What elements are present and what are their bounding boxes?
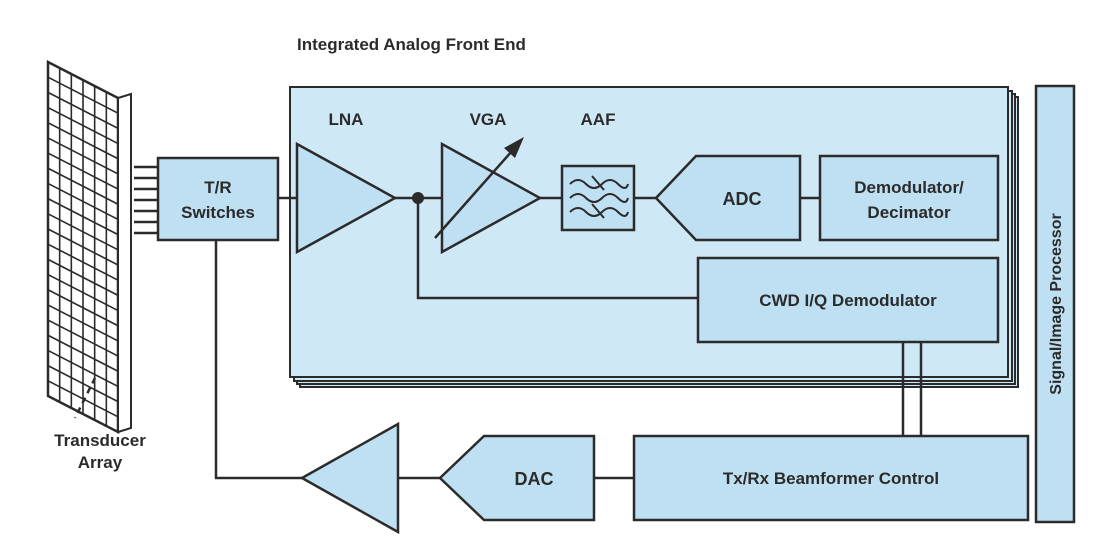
transducer-array [46, 59, 132, 435]
junction-node [412, 192, 424, 204]
transducer-grid-row [47, 76, 119, 114]
signal-image-processor-label: Signal/Image Processor [1048, 213, 1065, 394]
transducer-grid-row [47, 228, 119, 266]
cwd-iq-demodulator-block [696, 256, 1000, 344]
beamformer-control-block [632, 434, 1030, 522]
transducer-grid-row [47, 152, 119, 190]
transducer-grid-row [47, 349, 119, 388]
transmit-path-wires [214, 240, 634, 480]
vga-variable-gain-arrow [434, 137, 524, 239]
transducer-grid-row [47, 304, 119, 342]
transducer-grid-row [47, 197, 119, 236]
transducer-to-tr-wires [134, 165, 158, 235]
aaf-filter-symbol [569, 175, 629, 219]
transducer-side-face [117, 92, 132, 434]
transducer-grid-row [47, 273, 119, 312]
transducer-grid-row [47, 167, 119, 205]
transducer-grid-row [47, 122, 119, 160]
transducer-grid-row [47, 334, 119, 372]
transducer-label-line1: Transducer [54, 431, 146, 450]
transducer-grid-row [47, 289, 119, 327]
transmit-amplifier-triangle [299, 421, 400, 535]
cwd-to-beamformer-wires [901, 342, 923, 436]
transducer-grid-row [47, 182, 119, 221]
tr-switches-label-line1: T/R [204, 178, 231, 197]
dac-label: DAC [515, 469, 554, 489]
demodulator-label-line2: Decimator [867, 203, 951, 222]
demodulator-decimator-block [818, 154, 1000, 242]
transducer-grid-row [47, 106, 119, 145]
transducer-grid-row [47, 213, 119, 251]
demodulator-label-line1: Demodulator/ [854, 178, 964, 197]
transducer-grid-row [47, 258, 119, 297]
adc-block [654, 154, 802, 242]
vga-amplifier-triangle [440, 141, 543, 255]
transducer-label-line2: Array [78, 453, 123, 472]
transducer-pointer-dashed [73, 377, 97, 419]
transducer-grid-row [47, 137, 119, 175]
transducer-grid-row [47, 364, 119, 403]
transducer-element-grid [47, 68, 119, 426]
vga-label: VGA [470, 110, 507, 129]
tr-switches-label-line2: Switches [181, 203, 255, 222]
aaf-label: AAF [581, 110, 616, 129]
lna-label: LNA [329, 110, 364, 129]
lna-amplifier-triangle [295, 141, 398, 255]
beamformer-control-label: Tx/Rx Beamformer Control [723, 469, 939, 488]
transducer-grid-row [47, 243, 119, 281]
diagram-title: Integrated Analog Front End [297, 35, 526, 54]
aaf-filter-block [560, 164, 636, 232]
transducer-grid-row [47, 91, 119, 130]
tr-switches-block [156, 156, 280, 242]
signal-image-processor-block [1034, 84, 1076, 524]
cwd-iq-demodulator-label: CWD I/Q Demodulator [759, 291, 937, 310]
adc-label: ADC [723, 189, 762, 209]
transducer-grid-row [47, 380, 119, 418]
transducer-grid-row [47, 319, 119, 357]
